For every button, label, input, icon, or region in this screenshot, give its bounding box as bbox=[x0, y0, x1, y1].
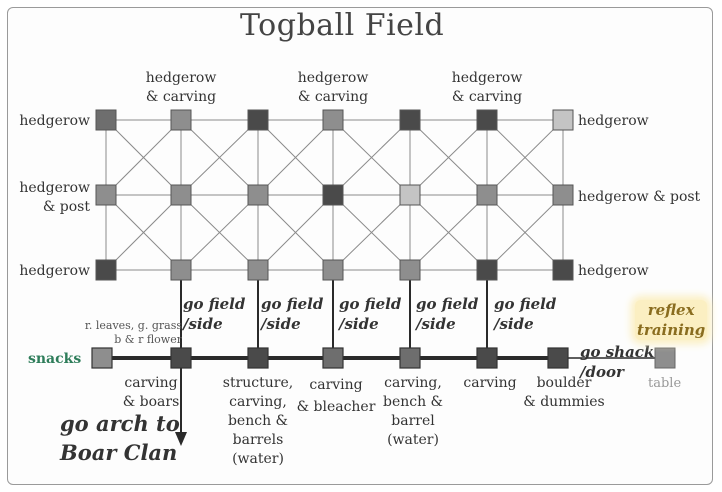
grid-node-2-0 bbox=[95, 259, 117, 281]
grid-node-1-2 bbox=[247, 184, 269, 206]
grid-node-0-2 bbox=[247, 109, 269, 131]
grid-edge-a-1-0 bbox=[105, 194, 182, 271]
snacks-label: snacks bbox=[28, 351, 82, 367]
right-label-row-3: hedgerow bbox=[578, 263, 649, 279]
path-node-0 bbox=[91, 347, 113, 369]
grid-edge-a-1-1 bbox=[180, 194, 259, 271]
grid-edge-a-0-4 bbox=[409, 119, 488, 196]
grid-node-2-1 bbox=[170, 259, 192, 281]
grid-node-1-1 bbox=[170, 184, 192, 206]
grid-node-0-1 bbox=[170, 109, 192, 131]
grid-node-0-0 bbox=[95, 109, 117, 131]
grid-node-1-0 bbox=[95, 184, 117, 206]
grid-node-2-3 bbox=[322, 259, 344, 281]
go-field-label-4: go field /side bbox=[416, 295, 479, 333]
table-node bbox=[654, 347, 676, 369]
grid-node-1-3 bbox=[322, 184, 344, 206]
grid-node-0-4 bbox=[399, 109, 421, 131]
grid-edge-a-1-2 bbox=[257, 194, 334, 271]
grid-node-0-5 bbox=[476, 109, 498, 131]
structure-label: structure, carving, bench & barrels (wat… bbox=[222, 375, 294, 467]
left-label-row-3: hedgerow bbox=[19, 263, 90, 279]
grid-node-1-4 bbox=[399, 184, 421, 206]
flower-note: r. leaves, g. grass b & r flower bbox=[85, 319, 182, 347]
flower-note-text: r. leaves, g. grass b & r flower bbox=[84, 319, 182, 346]
table-label: table bbox=[648, 376, 682, 391]
path-node-2 bbox=[247, 347, 269, 369]
top-label-2: hedgerow & carving bbox=[297, 70, 369, 105]
arch-arrow-head bbox=[175, 432, 187, 446]
go-field-label-1: go field /side bbox=[183, 295, 246, 333]
page-title: Togball Field bbox=[240, 8, 445, 43]
grid-edge-a-0-3 bbox=[332, 119, 411, 196]
grid-node-2-5 bbox=[476, 259, 498, 281]
carving-label-6: carving bbox=[463, 375, 517, 391]
grid-node-1-5 bbox=[476, 184, 498, 206]
carving-boars-label: carving & boars bbox=[122, 375, 180, 410]
diagram-frame bbox=[7, 7, 713, 485]
left-label-row-2: hedgerow & post bbox=[19, 180, 90, 215]
grid-edge-a-0-2 bbox=[257, 119, 334, 196]
boulder-label: boulder & dummies bbox=[523, 375, 605, 410]
right-label-row-1: hedgerow bbox=[578, 113, 649, 129]
grid-edge-a-0-1 bbox=[180, 119, 259, 196]
carving-label-3: carving bbox=[309, 377, 363, 393]
right-label-row-2: hedgerow & post bbox=[578, 189, 701, 205]
path-node-5 bbox=[476, 347, 498, 369]
top-label-1: hedgerow & carving bbox=[145, 70, 217, 105]
carving-bench-label: carving, bench & barrel (water) bbox=[382, 375, 444, 448]
grid-node-2-2 bbox=[247, 259, 269, 281]
path-node-4 bbox=[399, 347, 421, 369]
reflex-training-label: reflex training bbox=[635, 300, 708, 340]
grid-edge-a-0-5 bbox=[486, 119, 564, 196]
path-nodes bbox=[91, 347, 676, 369]
path-node-1 bbox=[170, 347, 192, 369]
path-node-3 bbox=[322, 347, 344, 369]
go-shack-label: go shack /door bbox=[580, 343, 655, 381]
grid-edge-a-1-5 bbox=[486, 194, 564, 271]
go-field-label-3: go field /side bbox=[339, 295, 402, 333]
grid-node-2-4 bbox=[399, 259, 421, 281]
go-field-label-2: go field /side bbox=[261, 295, 324, 333]
go-field-label-5: go field /side bbox=[494, 295, 557, 333]
grid-edge-a-1-4 bbox=[409, 194, 488, 271]
grid-node-1-6 bbox=[552, 184, 574, 206]
path-node-6 bbox=[547, 347, 569, 369]
left-label-row-1: hedgerow bbox=[19, 113, 90, 129]
grid-node-0-3 bbox=[322, 109, 344, 131]
grid-node-2-6 bbox=[552, 259, 574, 281]
bleacher-label: & bleacher bbox=[296, 399, 376, 415]
grid-nodes bbox=[95, 109, 574, 281]
grid-edge-a-0-0 bbox=[105, 119, 182, 196]
top-label-3: hedgerow & carving bbox=[451, 70, 523, 105]
go-arch-label[interactable]: go arch to Boar Clan bbox=[60, 411, 180, 465]
grid-node-0-6 bbox=[552, 109, 574, 131]
grid-edge-a-1-3 bbox=[332, 194, 411, 271]
